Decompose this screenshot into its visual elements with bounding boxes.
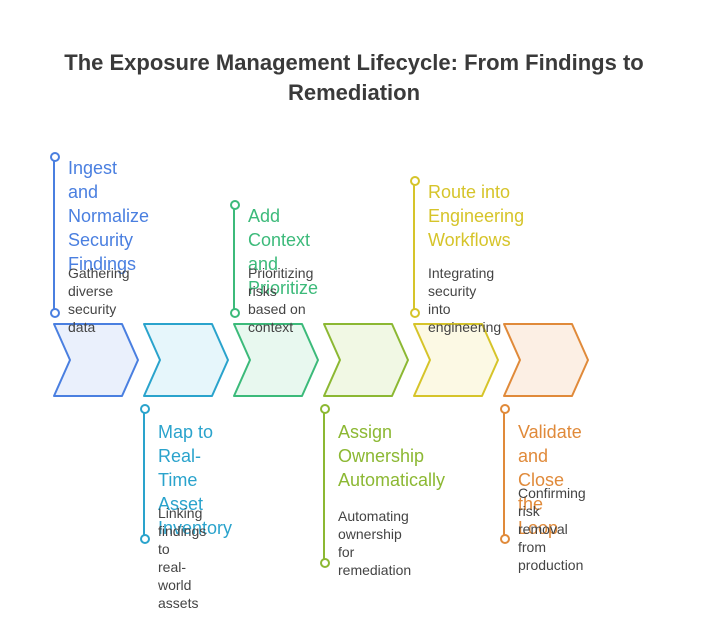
diagram-title: The Exposure Management Lifecycle: From … xyxy=(64,50,644,105)
stage-description: Linking findings to real-world assets xyxy=(158,505,207,611)
connector-line xyxy=(53,158,55,314)
stage-description: Gathering diverse security data xyxy=(68,265,130,335)
stage-description: Prioritizing risks based on context xyxy=(248,265,314,335)
stage-heading: Assign Ownership Automatically xyxy=(338,422,446,490)
connector-dot-top xyxy=(320,404,330,414)
connector-line xyxy=(413,182,415,314)
connector-dot-bottom xyxy=(500,534,510,544)
stage-description: Automating ownership for remediation xyxy=(338,508,412,578)
connector-dot-top xyxy=(140,404,150,414)
connector-line xyxy=(233,206,235,314)
chevron-step xyxy=(323,323,409,397)
chevron-step xyxy=(413,323,499,397)
connector-dot-top xyxy=(230,200,240,210)
connector-dot-bottom xyxy=(230,308,240,318)
stage-heading: Add Context and Prioritize xyxy=(248,206,319,298)
stage-heading: Ingest and Normalize Security Findings xyxy=(68,158,150,274)
chevron-step xyxy=(143,323,229,397)
stage-description: Integrating security into engineering xyxy=(428,265,502,335)
connector-dot-bottom xyxy=(50,308,60,318)
chevron-step xyxy=(233,323,319,397)
connector-dot-top xyxy=(410,176,420,186)
connector-dot-top xyxy=(50,152,60,162)
connector-line xyxy=(503,410,505,540)
connector-line xyxy=(323,410,325,564)
stage-heading: Map to Real- Time Asset Inventory xyxy=(158,422,233,538)
stage-description: Confirming risk removal from production xyxy=(518,485,586,573)
stage-heading: Validate and Close the Loop xyxy=(518,422,582,538)
connector-dot-bottom xyxy=(410,308,420,318)
chevron-step xyxy=(503,323,589,397)
connector-dot-bottom xyxy=(140,534,150,544)
chevron-step xyxy=(53,323,139,397)
connector-line xyxy=(143,410,145,540)
connector-dot-bottom xyxy=(320,558,330,568)
connector-dot-top xyxy=(500,404,510,414)
stage-heading: Route into Engineering Workflows xyxy=(428,182,525,250)
